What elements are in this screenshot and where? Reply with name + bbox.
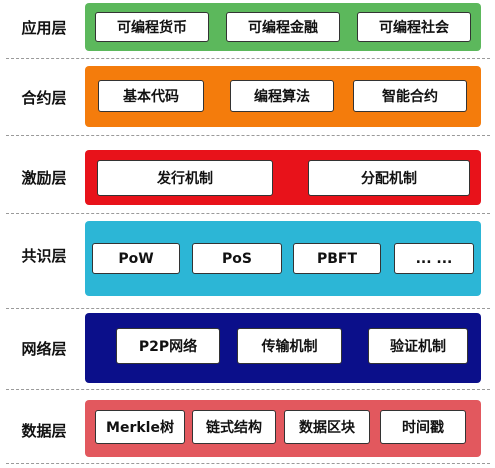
consensus-item: PoS <box>192 243 282 274</box>
network-layer-label: 网络层 <box>21 340 67 358</box>
consensus-item: PBFT <box>293 243 381 274</box>
data-layer-band: Merkle树 链式结构 数据区块 时间戳 <box>85 400 481 457</box>
contract-layer-band: 基本代码 编程算法 智能合约 <box>85 66 481 127</box>
application-item: 可编程金融 <box>226 12 340 42</box>
application-item: 可编程社会 <box>357 12 471 42</box>
incentive-layer-band: 发行机制 分配机制 <box>85 150 481 205</box>
data-item: 数据区块 <box>284 410 370 444</box>
contract-item: 编程算法 <box>230 80 334 112</box>
layer-divider <box>6 213 490 214</box>
network-item: 验证机制 <box>368 328 468 364</box>
layer-divider <box>6 389 490 390</box>
layer-divider <box>6 58 490 59</box>
incentive-item: 发行机制 <box>97 160 273 196</box>
incentive-item: 分配机制 <box>308 160 470 196</box>
network-item: 传输机制 <box>237 328 342 364</box>
consensus-layer-label: 共识层 <box>21 247 67 265</box>
contract-item: 基本代码 <box>98 80 204 112</box>
layer-divider <box>6 135 490 136</box>
application-layer-band: 可编程货币 可编程金融 可编程社会 <box>85 3 481 51</box>
data-item: 时间戳 <box>380 410 466 444</box>
contract-layer-label: 合约层 <box>21 89 67 107</box>
application-layer-label: 应用层 <box>21 19 67 37</box>
consensus-item: PoW <box>92 243 180 274</box>
network-item: P2P网络 <box>116 328 220 364</box>
network-layer-band: P2P网络 传输机制 验证机制 <box>85 313 481 383</box>
layer-divider <box>6 308 490 309</box>
consensus-layer-band: PoW PoS PBFT ... ... <box>85 221 481 296</box>
incentive-layer-label: 激励层 <box>21 169 67 187</box>
data-item: 链式结构 <box>192 410 276 444</box>
application-item: 可编程货币 <box>95 12 209 42</box>
contract-item: 智能合约 <box>353 80 467 112</box>
data-item: Merkle树 <box>95 410 185 444</box>
consensus-item: ... ... <box>394 243 474 274</box>
layer-divider <box>6 463 490 464</box>
data-layer-label: 数据层 <box>21 422 67 440</box>
